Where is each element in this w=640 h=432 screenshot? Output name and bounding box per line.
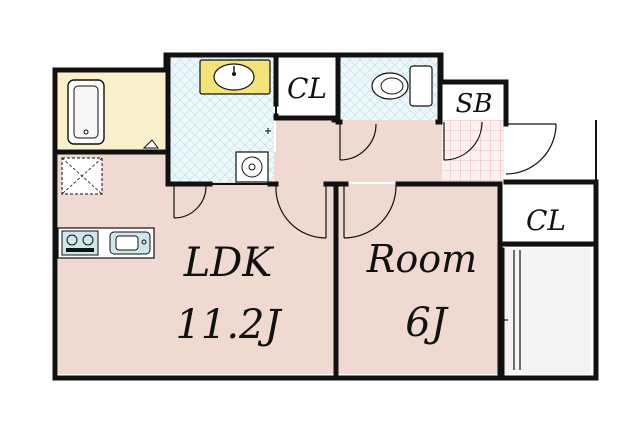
- ldk-name-label: LDK: [183, 240, 275, 286]
- cl-top-floor: [276, 58, 338, 116]
- kitchen-sink-icon: [109, 231, 151, 255]
- entrance-floor: [442, 120, 504, 182]
- ldk-size-label: 11.2J: [175, 302, 282, 348]
- balcony-floor: [504, 248, 590, 374]
- room-name-label: Room: [366, 237, 477, 281]
- doors: [173, 117, 592, 370]
- cl-room-label: CL: [526, 204, 566, 237]
- toilet-icon: [371, 65, 433, 107]
- step-mark: [142, 139, 159, 149]
- ldk-floor: [58, 152, 334, 374]
- room-size-label: 6J: [405, 300, 448, 346]
- sb-label: SB: [456, 89, 493, 119]
- socket-mark: [265, 128, 271, 134]
- hall-floor: [276, 118, 442, 182]
- thin-walls: [172, 104, 597, 185]
- cl-room-floor: [500, 184, 592, 244]
- washbasin-icon: [199, 59, 271, 95]
- bathtub-icon: [67, 79, 105, 145]
- washing-machine-icon: [235, 151, 269, 183]
- room-floor: [338, 184, 500, 374]
- refrigerator-space-icon: [61, 157, 103, 195]
- cl-top-label: CL: [287, 72, 327, 105]
- kitchen-stove-icon: [61, 230, 99, 256]
- sb-floor: [442, 84, 504, 120]
